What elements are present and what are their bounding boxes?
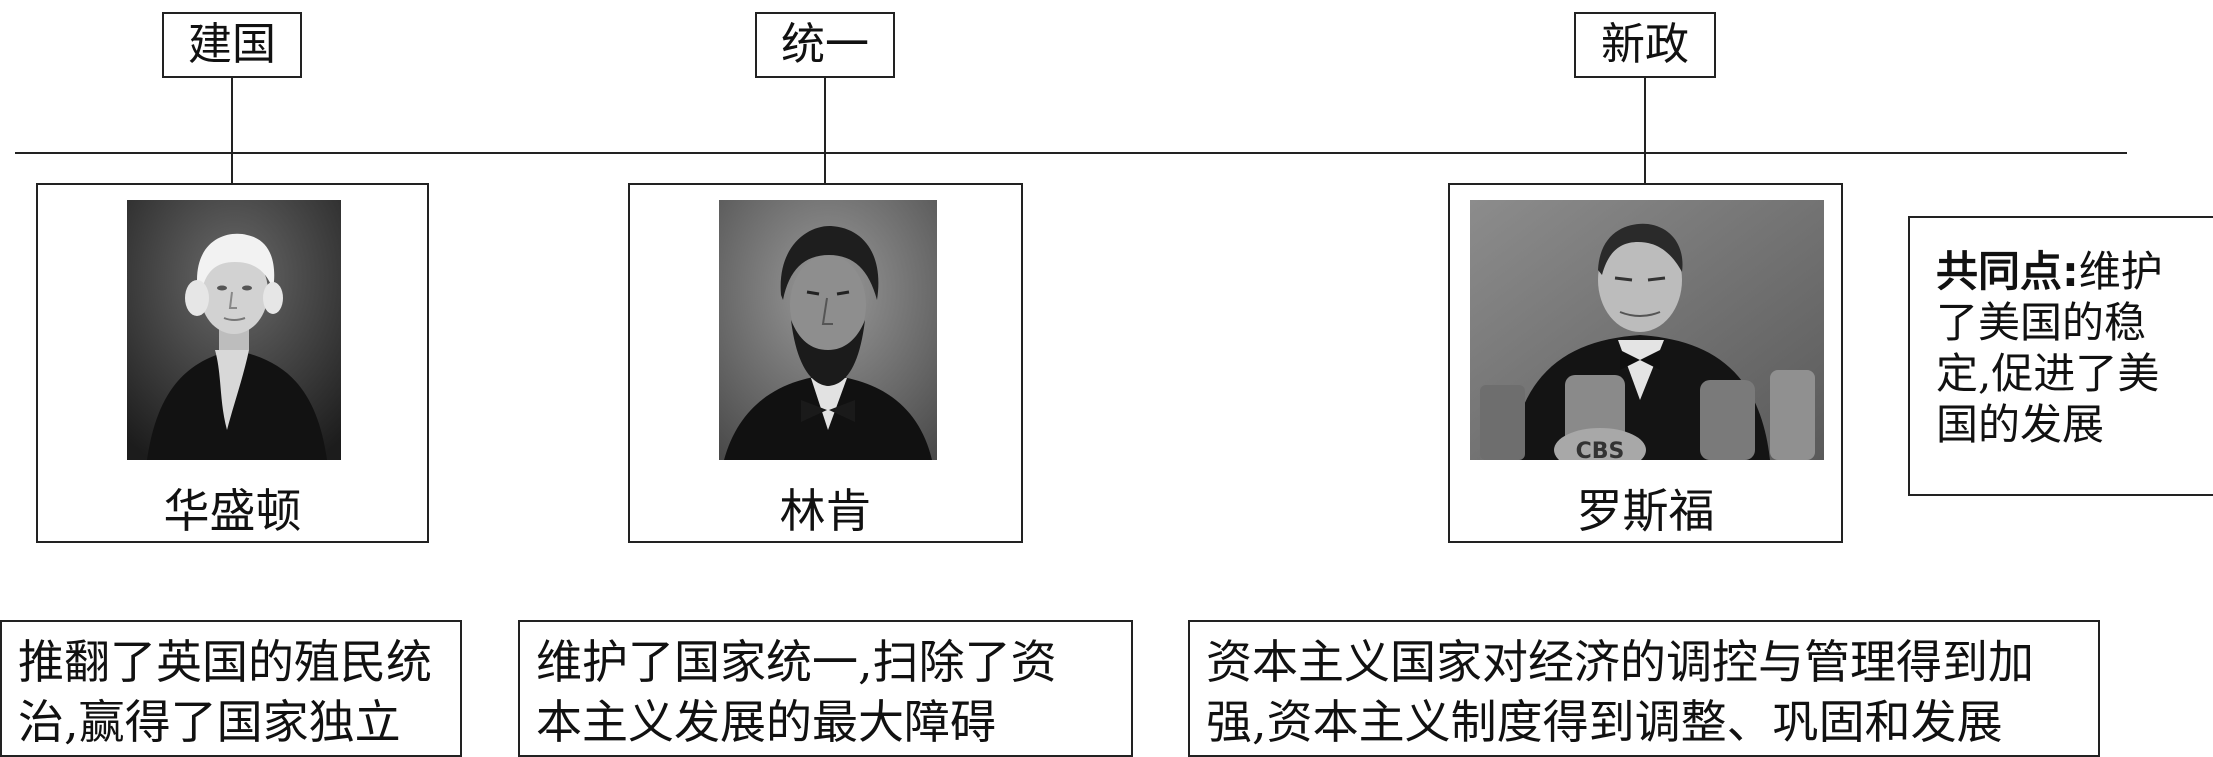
event-label-text: 新政 — [1601, 19, 1689, 70]
timeline-axis — [15, 152, 2127, 154]
common-point-box: 共同点:维护 了美国的稳 定,促进了美 国的发展 — [1908, 216, 2213, 496]
lincoln-portrait-drawing — [719, 200, 937, 460]
washington-portrait — [127, 200, 341, 460]
event-label-new-deal: 新政 — [1574, 12, 1716, 78]
common-point-title: 共同点: — [1936, 247, 2079, 296]
description-line: 维护了国家统一,扫除了资 — [536, 635, 1057, 689]
washington-portrait-drawing — [127, 200, 341, 460]
person-name: 罗斯福 — [1576, 484, 1715, 538]
description-box-new-deal: 资本主义国家对经济的调控与管理得到加 强,资本主义制度得到调整、巩固和发展 — [1188, 620, 2100, 757]
common-point-line: 国的发展 — [1936, 400, 2105, 449]
common-point-line: 共同点:维护 — [1936, 246, 2213, 297]
description-line: 本主义发展的最大障碍 — [536, 695, 996, 749]
description-box-unification: 维护了国家统一,扫除了资 本主义发展的最大障碍 — [518, 620, 1133, 757]
connector-line — [231, 78, 233, 184]
portrait-card-lincoln: 林肯 — [628, 183, 1023, 543]
event-label-text: 统一 — [781, 19, 869, 70]
common-point-line: 定,促进了美 — [1936, 349, 2160, 398]
portrait-card-roosevelt: CBS 罗斯福 — [1448, 183, 1843, 543]
connector-line — [1644, 78, 1646, 184]
description-box-founding: 推翻了英国的殖民统 治,赢得了国家独立 — [0, 620, 462, 757]
event-label-text: 建国 — [188, 19, 276, 70]
description-line: 强,资本主义制度得到调整、巩固和发展 — [1206, 695, 2003, 749]
event-label-founding: 建国 — [162, 12, 302, 78]
event-label-unification: 统一 — [755, 12, 895, 78]
description-line: 资本主义国家对经济的调控与管理得到加 — [1206, 635, 2034, 689]
common-point-line: 了美国的稳 — [1936, 298, 2147, 347]
svg-text:CBS: CBS — [1576, 439, 1625, 460]
person-name: 林肯 — [779, 484, 872, 538]
connector-line — [824, 78, 826, 184]
portrait-card-washington: 华盛顿 — [36, 183, 429, 543]
description-line: 治,赢得了国家独立 — [18, 695, 401, 749]
lincoln-portrait — [719, 200, 937, 460]
roosevelt-portrait: CBS — [1470, 200, 1824, 460]
roosevelt-portrait-drawing: CBS — [1470, 200, 1824, 460]
description-line: 推翻了英国的殖民统 — [18, 635, 432, 689]
common-point-text: 维护 — [2078, 247, 2163, 296]
person-name: 华盛顿 — [163, 484, 302, 538]
